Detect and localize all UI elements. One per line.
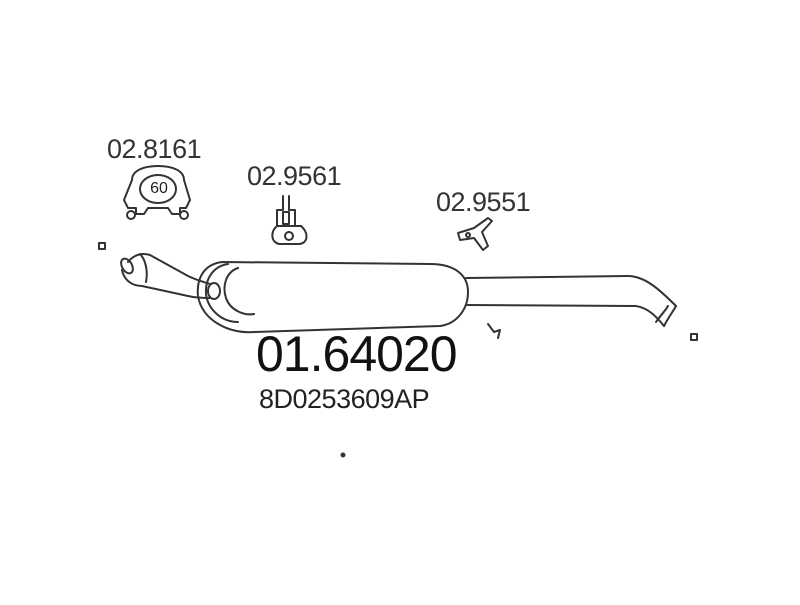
- rubber-hanger-icon: [271, 195, 308, 245]
- clamp-size-label: 60: [150, 180, 168, 197]
- clamp-part-number: 02.8161: [107, 134, 202, 164]
- clamp-icon: [123, 165, 191, 220]
- hanger-part-number: 02.9561: [247, 161, 342, 191]
- muffler-part-number: 01.64020: [256, 326, 458, 382]
- bracket-part-number: 02.9551: [436, 187, 531, 217]
- marker-right: [690, 333, 698, 341]
- oem-number: 8D0253609AP: [259, 384, 430, 414]
- marker-left: [98, 242, 106, 250]
- marker-dot: [340, 452, 346, 458]
- mount-bracket-icon: [457, 217, 493, 251]
- rear-muffler-icon: [120, 252, 677, 339]
